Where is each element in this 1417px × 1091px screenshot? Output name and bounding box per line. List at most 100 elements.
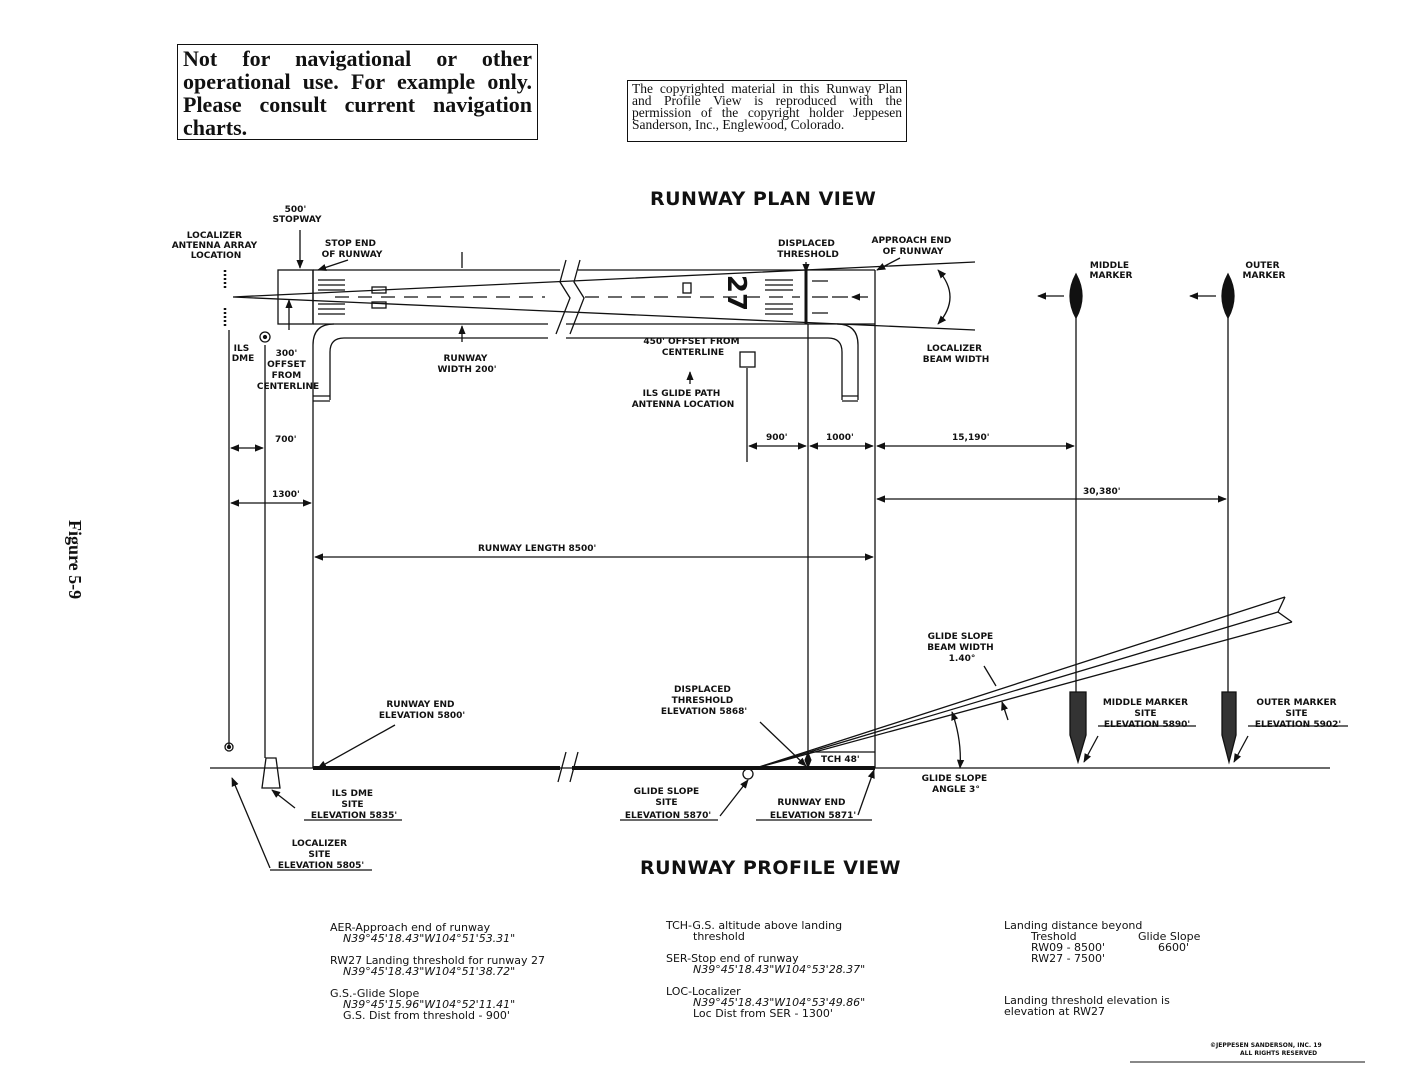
runway-length-label: RUNWAY LENGTH 8500': [478, 544, 596, 554]
glide-slope-beam: [755, 596, 1293, 769]
ils-dme-symbol: [259, 331, 271, 343]
runway-end-5871-leader: [857, 769, 875, 816]
offset-300-label: 300' OFFSET FROM CENTERLINE: [257, 349, 319, 392]
outer-marker-site-label: OUTER MARKER SITE ELEVATION 5902': [1255, 698, 1341, 730]
taxi-hold-lines: [313, 395, 858, 402]
localizer-site-label: LOCALIZER SITE ELEVATION 5805': [278, 839, 364, 871]
outer-marker-beacon: [1221, 272, 1235, 320]
figure-label: Figure 5-9: [65, 520, 85, 600]
runway-end-elev-label: RUNWAY END ELEVATION 5800': [379, 700, 465, 721]
legend-loc-dist: Loc Dist from SER - 1300': [693, 1007, 833, 1020]
profile-break-symbol: [557, 751, 579, 783]
threshold-elevation-note: Landing threshold elevation is: [1004, 994, 1170, 1007]
dim-900-label: 900': [766, 433, 788, 443]
dim-1300-label: 1300': [272, 490, 300, 500]
glide-slope-site-label: GLIDE SLOPE SITE ELEVATION 5870': [625, 787, 711, 821]
approach-end-leader: [876, 257, 901, 271]
ils-dme-site-symbol: [261, 757, 281, 789]
runway-width-label: RUNWAY WIDTH 200': [437, 354, 496, 375]
landing-glide-slope-header: Glide Slope: [1138, 930, 1201, 943]
legend-gs-dist: G.S. Dist from threshold - 900': [343, 1009, 510, 1022]
localizer-site-symbol: [224, 742, 234, 752]
glide-slope-site-symbol: [742, 768, 754, 780]
dim-1000-label: 1000': [826, 433, 854, 443]
localizer-site-leader: [231, 777, 271, 869]
middle-marker-beacon: [1069, 272, 1083, 320]
beam-width-arrows: [983, 665, 1008, 721]
localizer-beam-label: LOCALIZER BEAM WIDTH: [923, 344, 989, 365]
taxiway-east: [566, 323, 859, 400]
legend-col-2: TCH-G.S. altitude above landing threshol…: [666, 920, 865, 1030]
landing-rw27: RW27 - 7500': [1031, 952, 1106, 965]
touchdown-marker: [371, 286, 387, 294]
glide-path-antenna: [739, 351, 756, 368]
displaced-threshold-elev-label: DISPLACED THRESHOLD ELEVATION 5868': [661, 685, 747, 717]
threshold-elevation-note-2: elevation at RW27: [1004, 1005, 1106, 1018]
legend-rw27-coords: N39°45'18.43"W104°51'38.72": [343, 965, 516, 978]
dim-30380-label: 30,380': [1083, 487, 1121, 497]
glide-slope-angle-label: GLIDE SLOPE ANGLE 3°: [922, 774, 991, 795]
stopway: [277, 269, 314, 325]
outer-marker-site-leader: [1233, 735, 1249, 763]
plan-view: [223, 230, 1235, 768]
localizer-array-label: LOCALIZER ANTENNA ARRAY LOCATION: [172, 231, 261, 261]
taxiway-west: [312, 323, 548, 400]
ils-dme-label: ILS DME: [232, 344, 255, 364]
runway-end-leader: [317, 724, 396, 769]
stop-end-label: STOP END OF RUNWAY: [322, 239, 383, 260]
profile-view: [210, 596, 1348, 871]
plan-view-title: RUNWAY PLAN VIEW: [650, 188, 876, 210]
offset-450-label: 450' OFFSET FROM CENTERLINE: [643, 337, 742, 358]
copyright-credit: ©JEPPESEN SANDERSON, INC. 19 ALL RIGHTS …: [1210, 1042, 1324, 1057]
approach-arrows: [812, 280, 868, 314]
touchdown-marker: [682, 282, 692, 294]
middle-marker-site-label: MIDDLE MARKER SITE ELEVATION 5890': [1103, 698, 1191, 730]
ils-dme-site-label: ILS DME SITE ELEVATION 5835': [311, 789, 397, 821]
runway-number: 27: [721, 275, 751, 311]
runway-outline: [312, 269, 876, 325]
dim-15190-label: 15,190': [952, 433, 990, 443]
profile-view-title: RUNWAY PROFILE VIEW: [640, 857, 901, 879]
dme-site-leader: [271, 789, 296, 809]
legend-tch-2: threshold: [693, 930, 745, 943]
legend-ser-coords: N39°45'18.43"W104°53'28.37": [693, 963, 866, 976]
legend-loc: LOC-Localizer: [666, 985, 741, 998]
middle-marker-label: MIDDLE MARKER: [1090, 261, 1133, 281]
dim-700-label: 700': [275, 435, 297, 445]
threshold-stripes-west: [318, 279, 345, 315]
glide-slope-beam-label: GLIDE SLOPE BEAM WIDTH 1.40°: [927, 632, 997, 664]
glide-path-antenna-label: ILS GLIDE PATH ANTENNA LOCATION: [632, 389, 735, 410]
landing-rw09-gs: 6600': [1158, 941, 1190, 954]
stopway-label: 500' STOPWAY: [272, 205, 321, 225]
legend-aer: AER-Approach end of runway: [330, 921, 491, 934]
runway-end-5871-label: RUNWAY END ELEVATION 5871': [770, 798, 856, 821]
displaced-threshold-label: DISPLACED THRESHOLD: [777, 239, 839, 260]
legend-gs-coords: N39°45'15.96"W104°52'11.41": [343, 998, 516, 1011]
touchdown-marker: [371, 301, 387, 309]
legend-loc-coords: N39°45'18.43"W104°53'49.86": [693, 996, 866, 1009]
runway-break-symbol: [555, 259, 585, 335]
outer-marker-site-symbol: [1221, 691, 1237, 765]
legend-aer-coords: N39°45'18.43"W104°51'53.31": [343, 932, 516, 945]
localizer-beam-arc: [937, 269, 951, 325]
middle-marker-site-symbol: [1069, 691, 1087, 765]
middle-marker-site-leader: [1083, 735, 1099, 763]
threshold-stripes-east: [765, 279, 793, 315]
landing-distance-title: Landing distance beyond: [1004, 919, 1143, 932]
legend-col-3: Landing distance beyond Treshold Glide S…: [1004, 919, 1200, 1018]
approach-end-label: APPROACH END OF RUNWAY: [871, 236, 954, 257]
legend-ser: SER-Stop end of runway: [666, 952, 799, 965]
underline: [270, 725, 1348, 871]
outer-marker-label: OUTER MARKER: [1243, 261, 1286, 281]
legend-rw27: RW27 Landing threshold for runway 27: [330, 954, 546, 967]
disclaimer-box: Not for navigational or other operationa…: [177, 44, 538, 140]
legend-tch: TCH-G.S. altitude above landing: [666, 919, 843, 932]
landing-rw09: RW09 - 8500': [1031, 941, 1106, 954]
landing-treshold-header: Treshold: [1031, 930, 1077, 943]
legend-col-1: AER-Approach end of runway N39°45'18.43"…: [330, 922, 545, 1032]
glide-slope-inner: [755, 611, 1279, 769]
glide-slope-site-leader: [719, 779, 749, 817]
localizer-beam: [232, 261, 976, 331]
copyright-box: The copyrighted material in this Runway …: [627, 80, 907, 142]
